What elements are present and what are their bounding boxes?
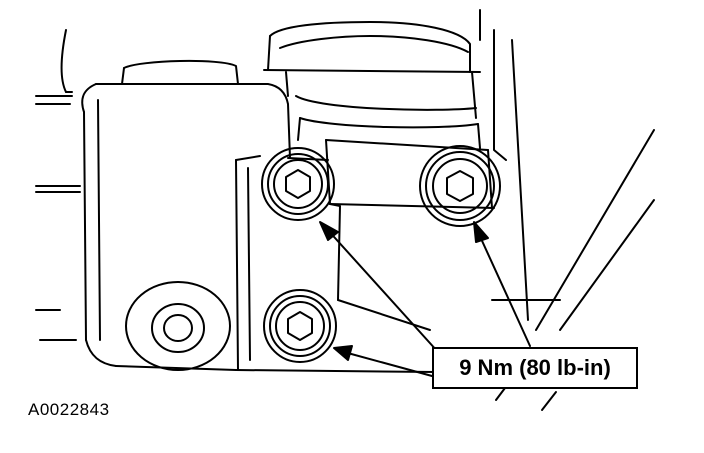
motor-housing xyxy=(264,22,494,208)
round-fitting-icon xyxy=(126,282,230,370)
upper-left-bolt xyxy=(262,148,334,220)
lower-bolt xyxy=(264,290,336,362)
bracket-body xyxy=(82,61,436,372)
callout-leaders xyxy=(320,222,530,376)
background-structure xyxy=(36,10,654,410)
torque-label: 9 Nm (80 lb-in) xyxy=(459,355,611,380)
figure-id: A0022843 xyxy=(28,400,110,419)
torque-callout: 9 Nm (80 lb-in) xyxy=(432,347,638,389)
upper-right-bolt xyxy=(420,146,500,226)
